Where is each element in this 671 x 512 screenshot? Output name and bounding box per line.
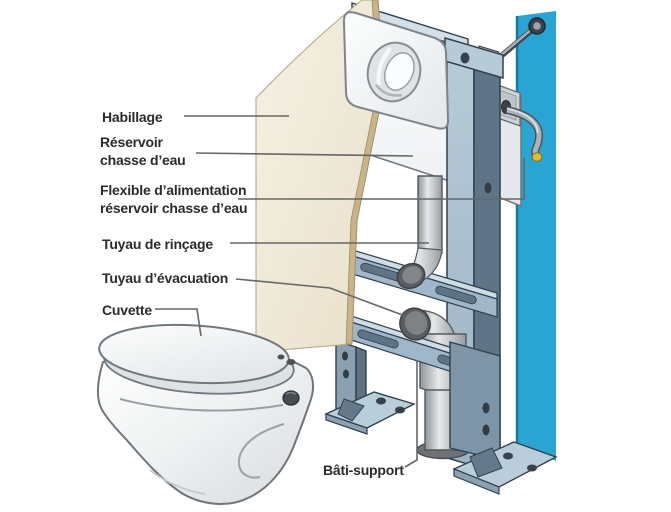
anchor-rod bbox=[498, 17, 546, 60]
lid-hinge-icon bbox=[286, 359, 296, 365]
flush-plate bbox=[342, 11, 450, 130]
leader-bati bbox=[404, 360, 418, 468]
drain-elbow bbox=[399, 307, 431, 341]
label-rincage: Tuyau de rinçage bbox=[102, 236, 213, 252]
toilet-side-cap-icon bbox=[282, 390, 300, 406]
wall-panel bbox=[515, 11, 556, 461]
label-reservoir: Réservoir chasse d’eau bbox=[100, 134, 186, 168]
label-habillage: Habillage bbox=[102, 109, 163, 125]
frame-right-leg bbox=[449, 341, 501, 461]
label-bati: Bâti-support bbox=[323, 462, 404, 478]
left-foot-plate bbox=[324, 391, 416, 435]
leader-lines bbox=[155, 115, 525, 468]
label-evacuation: Tuyau d’évacuation bbox=[102, 270, 229, 286]
right-foot-plate bbox=[452, 441, 558, 495]
label-cuvette: Cuvette bbox=[102, 302, 152, 318]
leader-flexible bbox=[238, 158, 525, 200]
hose-fitting-icon bbox=[531, 152, 543, 162]
flush-button bbox=[366, 41, 422, 103]
lid-hinge-icon bbox=[277, 354, 285, 360]
supply-hose bbox=[506, 106, 544, 162]
toilet-bowl bbox=[96, 323, 315, 505]
label-flexible: Flexible d’alimentation réservoir chasse… bbox=[100, 182, 248, 216]
flush-pipe bbox=[396, 175, 443, 290]
leader-reservoir bbox=[195, 152, 414, 157]
leader-evacuation bbox=[235, 278, 406, 317]
leader-cuvette bbox=[155, 308, 202, 337]
